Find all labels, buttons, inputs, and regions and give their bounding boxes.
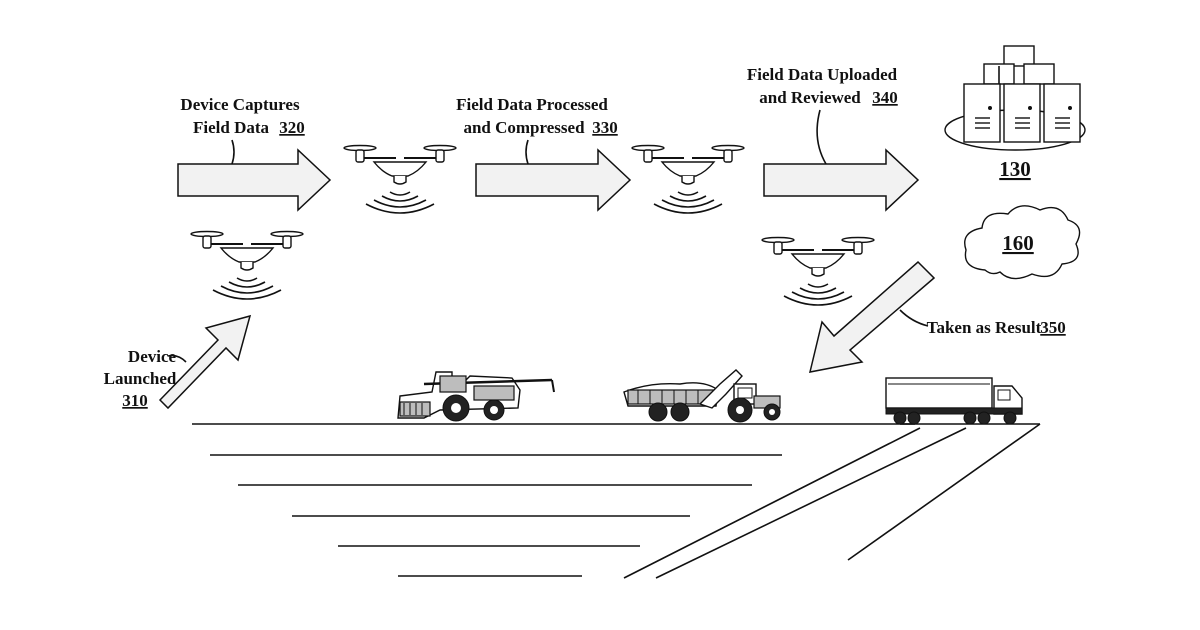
captures-ref-number: 320 <box>279 118 305 137</box>
drone-icon-capturing <box>344 146 456 214</box>
launched-text-line2: Launched <box>104 369 177 388</box>
uploaded-leader-line <box>817 110 826 164</box>
arrow-capture <box>178 150 330 210</box>
label-taken-as-result: Taken as Result 350 <box>900 310 1066 337</box>
drone-icon-result <box>762 238 874 306</box>
result-leader-line <box>900 310 928 326</box>
captures-text-line2: Field Data <box>193 118 270 137</box>
tractor-grain-cart-icon <box>624 370 780 422</box>
arrow-upload <box>764 150 918 210</box>
result-ref-number: 350 <box>1040 318 1066 337</box>
combine-harvester-icon <box>398 372 554 421</box>
uploaded-text-line2: and Reviewed <box>759 88 861 107</box>
uploaded-ref-number: 340 <box>872 88 898 107</box>
uploaded-text-line1: Field Data Uploaded <box>747 65 898 84</box>
drone-icon-processing <box>632 146 744 214</box>
label-device-captures: Device Captures Field Data 320 <box>180 95 304 164</box>
server-cluster-icon <box>945 46 1085 150</box>
arrow-process <box>476 150 630 210</box>
processed-leader-line <box>526 140 528 164</box>
processed-text-line1: Field Data Processed <box>456 95 608 114</box>
captures-leader-line <box>232 140 234 164</box>
arrow-result <box>810 262 934 372</box>
processed-ref-number: 330 <box>592 118 618 137</box>
cloud-ref-number: 160 <box>1002 231 1034 255</box>
captures-text-line1: Device Captures <box>180 95 300 114</box>
server-ref-number: 130 <box>999 157 1031 181</box>
processed-text-line2: and Compressed <box>463 118 585 137</box>
label-data-uploaded: Field Data Uploaded and Reviewed 340 <box>747 65 898 164</box>
launched-ref-number: 310 <box>122 391 148 410</box>
drone-icon-launched <box>191 232 303 300</box>
label-data-processed: Field Data Processed and Compressed 330 <box>456 95 618 164</box>
semi-truck-icon <box>886 378 1022 424</box>
result-text: Taken as Result <box>927 318 1042 337</box>
ground-field-lines <box>192 424 1040 578</box>
